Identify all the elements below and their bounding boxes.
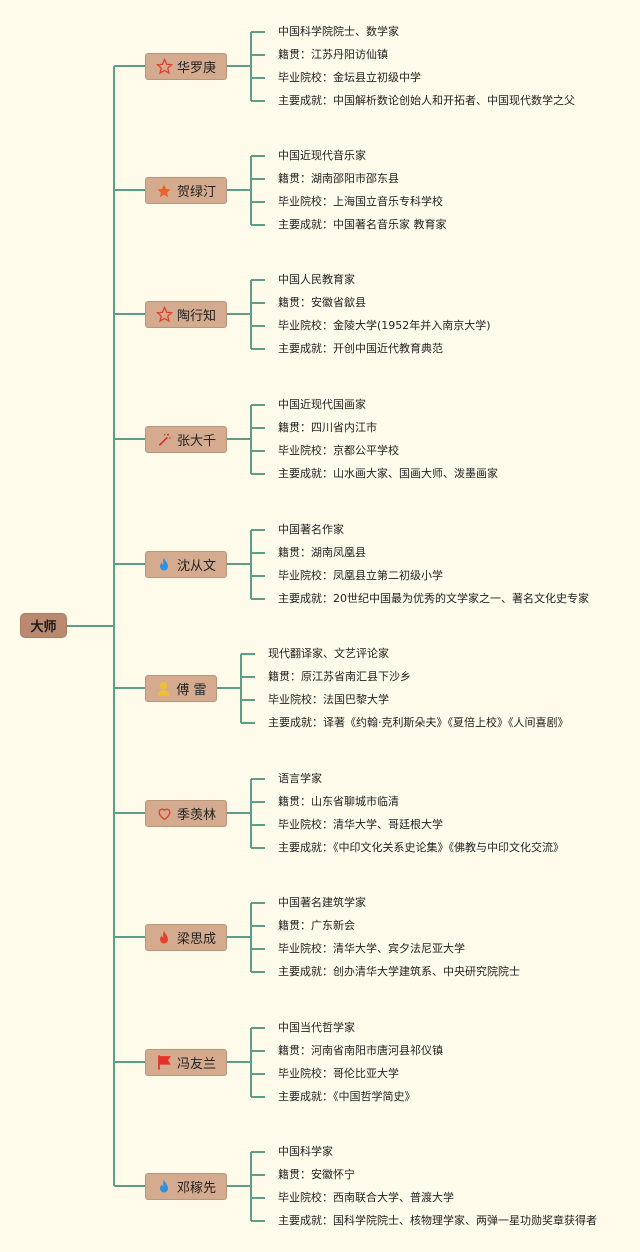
master-node[interactable]: 贺绿汀: [145, 177, 227, 204]
master-node[interactable]: 沈从文: [145, 551, 227, 578]
master-name: 贺绿汀: [176, 185, 216, 200]
detail-item[interactable]: 主要成就：创办清华大学建筑系、中央研究院院士: [278, 965, 520, 978]
detail-item[interactable]: 主要成就：山水画大家、国画大师、泼墨画家: [278, 467, 498, 480]
detail-item[interactable]: 籍贯：江苏丹阳访仙镇: [278, 48, 388, 61]
detail-item[interactable]: 毕业院校：法国巴黎大学: [268, 693, 389, 706]
detail-item[interactable]: 中国当代哲学家: [278, 1021, 355, 1034]
detail-item[interactable]: 籍贯：四川省内江市: [278, 421, 377, 434]
master-node[interactable]: 陶行知: [145, 301, 227, 328]
detail-item[interactable]: 语言学家: [278, 772, 322, 785]
master-node[interactable]: 华罗庚: [145, 53, 227, 80]
master-name: 沈从文: [176, 559, 216, 574]
master-name: 梁思成: [176, 932, 216, 947]
detail-item[interactable]: 主要成就：《中国哲学简史》: [278, 1090, 416, 1103]
detail-item[interactable]: 主要成就：中国著名音乐家 教育家: [278, 218, 447, 231]
detail-item[interactable]: 中国人民教育家: [278, 273, 355, 286]
master-name: 华罗庚: [176, 61, 216, 76]
master-node[interactable]: 傅 雷: [145, 675, 217, 702]
detail-item[interactable]: 中国著名作家: [278, 523, 344, 536]
detail-item[interactable]: 毕业院校：清华大学、哥廷根大学: [278, 818, 443, 831]
detail-item[interactable]: 中国科学院院士、数学家: [278, 25, 399, 38]
red-flame-icon: [156, 929, 173, 946]
heart-outline-icon: [156, 805, 173, 822]
star-outline-icon: [155, 58, 173, 75]
root-node[interactable]: 大师: [20, 613, 67, 638]
master-node[interactable]: 邓稼先: [145, 1173, 227, 1200]
detail-item[interactable]: 毕业院校：京都公平学校: [278, 444, 399, 457]
master-name: 张大千: [176, 434, 216, 449]
master-node[interactable]: 梁思成: [145, 924, 227, 951]
blue-flame-icon: [156, 556, 173, 573]
detail-item[interactable]: 籍贯：原江苏省南汇县下沙乡: [268, 670, 411, 683]
flag-icon: [156, 1054, 173, 1071]
detail-item[interactable]: 毕业院校：西南联合大学、普渡大学: [278, 1191, 454, 1204]
star-filled-icon: [156, 182, 173, 199]
master-node[interactable]: 季羡林: [145, 800, 227, 827]
detail-item[interactable]: 籍贯：安徽省歙县: [278, 296, 366, 309]
detail-item[interactable]: 籍贯：湖南凤凰县: [278, 546, 366, 559]
detail-item[interactable]: 中国科学家: [278, 1145, 333, 1158]
detail-item[interactable]: 毕业院校：哥伦比亚大学: [278, 1067, 399, 1080]
detail-item[interactable]: 籍贯：安徽怀宁: [278, 1168, 355, 1181]
detail-item[interactable]: 毕业院校：上海国立音乐专科学校: [278, 195, 443, 208]
detail-item[interactable]: 籍贯：山东省聊城市临清: [278, 795, 399, 808]
master-name: 邓稼先: [176, 1181, 216, 1196]
blue-flame-icon: [156, 1178, 173, 1195]
detail-item[interactable]: 主要成就：中国解析数论创始人和开拓者、中国现代数学之父: [278, 94, 575, 107]
detail-item[interactable]: 主要成就：开创中国近代教育典范: [278, 342, 443, 355]
detail-item[interactable]: 籍贯：广东新会: [278, 919, 355, 932]
detail-item[interactable]: 中国近现代国画家: [278, 398, 366, 411]
master-name: 傅 雷: [176, 683, 207, 698]
person-icon: [155, 680, 172, 697]
master-name: 季羡林: [176, 808, 216, 823]
detail-item[interactable]: 主要成就：20世纪中国最为优秀的文学家之一、著名文化史专家: [278, 592, 589, 605]
master-node[interactable]: 冯友兰: [145, 1049, 227, 1076]
master-node[interactable]: 张大千: [145, 426, 227, 453]
detail-item[interactable]: 籍贯：河南省南阳市唐河县祁仪镇: [278, 1044, 443, 1057]
root-label: 大师: [30, 620, 57, 635]
detail-item[interactable]: 主要成就：国科学院院士、核物理学家、两弹一星功勋奖章获得者: [278, 1214, 597, 1227]
detail-item[interactable]: 毕业院校：凤凰县立第二初级小学: [278, 569, 443, 582]
star-outline-icon: [155, 306, 173, 323]
detail-item[interactable]: 主要成就：《中印文化关系史论集》《佛教与中印文化交流》: [278, 841, 564, 854]
detail-item[interactable]: 中国近现代音乐家: [278, 149, 366, 162]
detail-item[interactable]: 现代翻译家、文艺评论家: [268, 647, 389, 660]
detail-item[interactable]: 主要成就：译著《约翰·克利斯朵夫》《夏倍上校》《人间喜剧》: [268, 716, 569, 729]
master-name: 冯友兰: [176, 1057, 216, 1072]
master-name: 陶行知: [176, 309, 216, 324]
magic-wand-icon: [156, 431, 173, 448]
detail-item[interactable]: 毕业院校：金坛县立初级中学: [278, 71, 421, 84]
detail-item[interactable]: 毕业院校：清华大学、宾夕法尼亚大学: [278, 942, 465, 955]
detail-item[interactable]: 中国著名建筑学家: [278, 896, 366, 909]
detail-item[interactable]: 毕业院校：金陵大学(1952年并入南京大学): [278, 319, 491, 332]
detail-item[interactable]: 籍贯：湖南邵阳市邵东县: [278, 172, 399, 185]
